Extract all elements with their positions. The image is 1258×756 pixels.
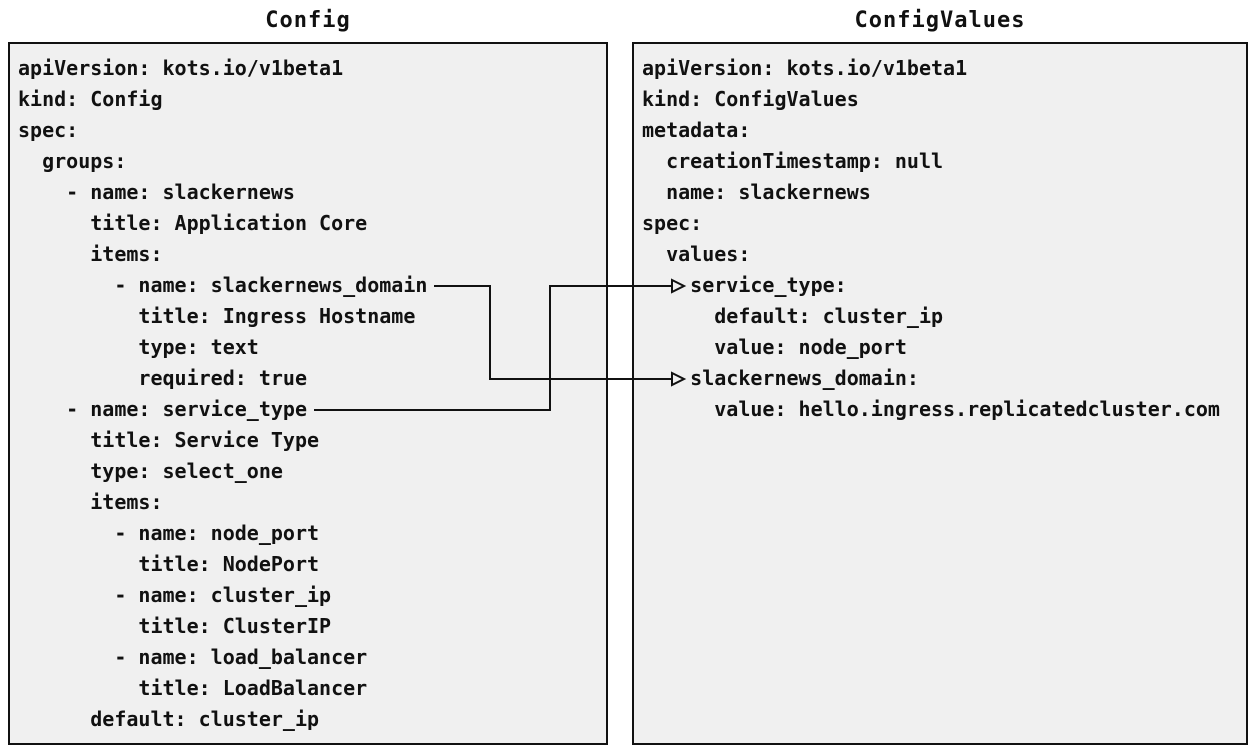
config-panel-title: Config: [265, 8, 351, 33]
config-yaml-code: apiVersion: kots.io/v1beta1 kind: Config…: [18, 56, 428, 731]
configvalues-panel-title: ConfigValues: [854, 8, 1026, 33]
configvalues-yaml-code: apiVersion: kots.io/v1beta1 kind: Config…: [642, 56, 1220, 421]
config-yaml-box: apiVersion: kots.io/v1beta1 kind: Config…: [8, 42, 608, 745]
configvalues-yaml-box: apiVersion: kots.io/v1beta1 kind: Config…: [632, 42, 1248, 745]
